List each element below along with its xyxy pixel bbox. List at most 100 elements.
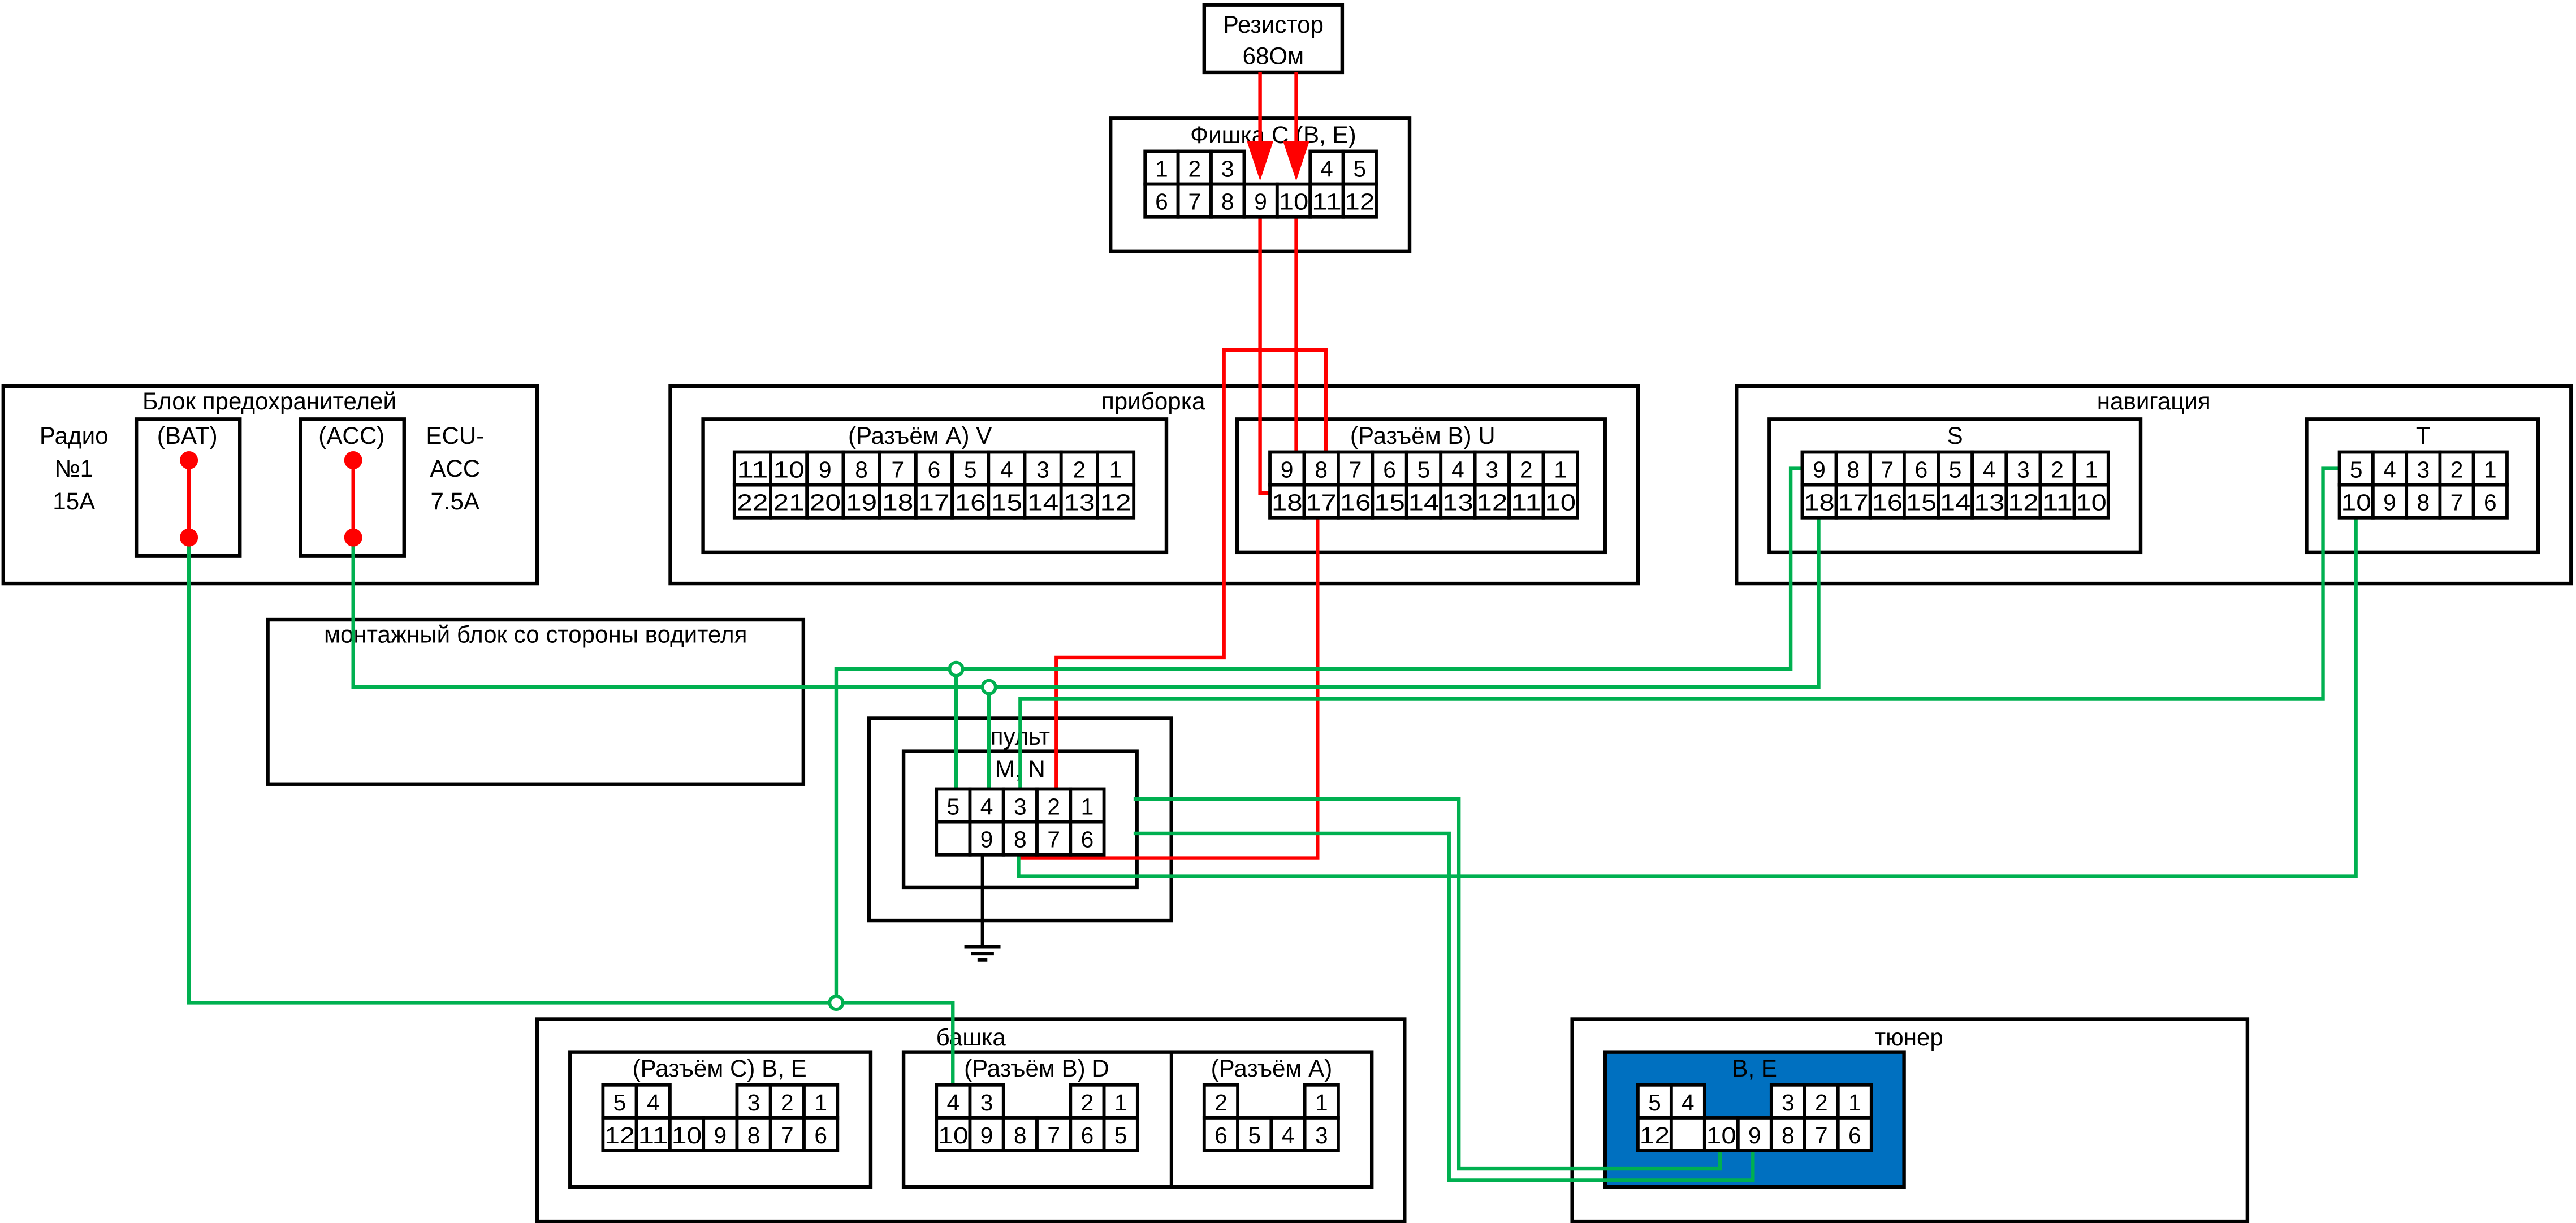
pin-number: 16: [1872, 490, 1903, 516]
fuse-radio-label: Радио: [40, 422, 109, 449]
pin-number: 17: [1306, 490, 1337, 516]
pin-number: 16: [1340, 490, 1371, 516]
pin-number: 2: [1815, 1090, 1828, 1116]
red-wire-pin9-to-u18: [1258, 217, 1270, 495]
pin-number: 6: [1081, 1122, 1094, 1148]
pin-number: 7: [1349, 457, 1362, 483]
connector-pin: [1102, 1083, 1139, 1120]
pin-number: 11: [737, 457, 768, 483]
fuse-block-title: Блок предохранителей: [142, 388, 396, 414]
connector-pin: [2471, 450, 2509, 487]
connector-pin: [1001, 820, 1039, 857]
connector-pin: [1202, 1083, 1239, 1120]
pin-number: 9: [1748, 1122, 1761, 1148]
navigation-connector-t-title: T: [2416, 422, 2431, 449]
connector-pin: [968, 1083, 1005, 1120]
connector-pin: [1507, 483, 1545, 520]
pin-number: 1: [2085, 457, 2098, 483]
pin-number: 8: [1782, 1122, 1795, 1148]
pin-number: 12: [2008, 490, 2038, 516]
pin-number: 17: [918, 490, 949, 516]
head-unit-connector-b-title: (Разъём B) D: [964, 1055, 1109, 1082]
connector-pin: [968, 820, 1005, 857]
pin-number: 12: [604, 1122, 634, 1148]
arrow-icon: [1247, 141, 1273, 181]
pin-number: 5: [2350, 457, 2363, 483]
connector-pin: [2405, 450, 2442, 487]
red-wire-u8-to-remote2: [1054, 348, 1328, 789]
pin-number: 5: [1648, 1090, 1661, 1116]
connector-pin: [841, 483, 881, 520]
fuse-block: Блок предохранителей Радио №1 15A ECU- A…: [1, 384, 539, 586]
resistor-value: 68Ом: [1243, 42, 1304, 69]
green-wire-remote6-to-tuner9: [1133, 831, 1755, 1182]
pin-number: 1: [814, 1090, 827, 1116]
pin-number: 2: [1073, 457, 1086, 483]
green-wire-acc-to-nav-s18: [351, 517, 1821, 689]
navigation-connector-s-title: S: [1947, 422, 1963, 449]
pin-number: 2: [2051, 457, 2064, 483]
pin-number: 4: [2383, 457, 2396, 483]
pin-number: 10: [1279, 189, 1309, 215]
connector-pin: [1269, 1116, 1307, 1152]
connector-pin: [1035, 1116, 1073, 1152]
connector-pin: [1035, 820, 1073, 857]
pin-number: 12: [1477, 490, 1508, 516]
connector-pin: [878, 483, 918, 520]
connector-pin: [2072, 483, 2110, 520]
pin-number: 6: [2484, 490, 2497, 516]
pin-number: 16: [955, 490, 986, 516]
pin-number: 8: [1014, 827, 1027, 853]
pin-number: 7: [1881, 457, 1894, 483]
connector-pin: [735, 1116, 772, 1152]
connector-pin: [1404, 450, 1443, 487]
green-wire-remote1-to-tuner10: [1133, 797, 1722, 1171]
pin-number: 1: [2484, 457, 2497, 483]
connector-pin: [968, 1116, 1005, 1152]
pin-number: 12: [1640, 1122, 1670, 1148]
pin-number: 11: [2042, 490, 2072, 516]
pin-number: 6: [928, 457, 941, 483]
connector-pin: [1341, 182, 1378, 219]
pin-number: 6: [1848, 1122, 1861, 1148]
pin-number: 1: [1315, 1090, 1328, 1116]
pin-number: 1: [1554, 457, 1567, 483]
pin-number: 4: [1320, 156, 1333, 182]
connector-pin: [2471, 483, 2509, 520]
pin-number: 4: [1451, 457, 1464, 483]
pin-number: 6: [1915, 457, 1928, 483]
fuse-ecu-acc-label: ACC: [430, 455, 480, 482]
pin-number: 2: [2450, 457, 2463, 483]
pin-number: 4: [947, 1090, 960, 1116]
pin-number: 9: [1813, 457, 1826, 483]
connector-pin: [1069, 820, 1106, 857]
resistor-label: Резистор: [1223, 11, 1324, 38]
pin-number: 6: [1214, 1122, 1228, 1148]
pin-number: 9: [1254, 189, 1267, 215]
connector-pin: [1069, 787, 1106, 824]
pin-number: 7: [781, 1122, 794, 1148]
connector-pin: [1902, 483, 1940, 520]
pin-number: 10: [938, 1122, 968, 1148]
pin-number: 1: [1081, 794, 1094, 820]
pin-number: 10: [1706, 1122, 1736, 1148]
connector-pin: [1176, 149, 1213, 186]
pin-number: 8: [2417, 490, 2430, 516]
pin-number: 10: [1545, 490, 1576, 516]
junction-dot: [828, 994, 845, 1011]
pin-number: 5: [947, 794, 960, 820]
pin-number: 5: [1248, 1122, 1261, 1148]
connector-pin: [1143, 182, 1180, 219]
connector-pin: [950, 450, 991, 487]
connector-pin: [987, 450, 1027, 487]
pin-number: 3: [2417, 457, 2430, 483]
pin-number: 3: [1221, 156, 1234, 182]
pin-number: 7: [1188, 189, 1201, 215]
junction-dot: [948, 660, 965, 677]
pin-number: 9: [980, 827, 993, 853]
pin-number: 2: [1214, 1090, 1228, 1116]
pin-number: 6: [814, 1122, 827, 1148]
fuse-radio-number: №1: [54, 455, 93, 482]
